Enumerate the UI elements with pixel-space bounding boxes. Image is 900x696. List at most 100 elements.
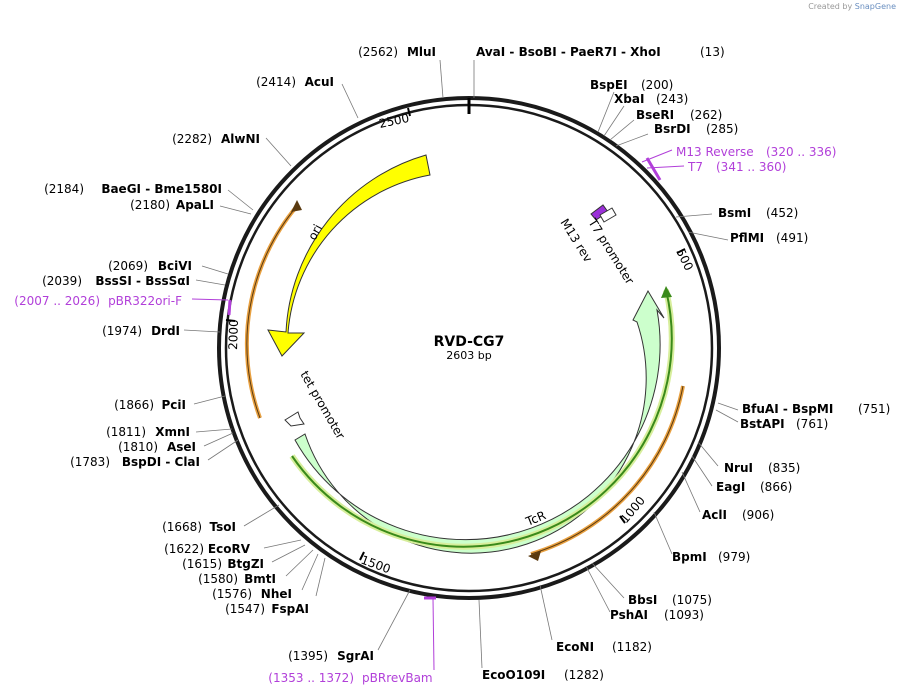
enzyme-name: AseI [167, 440, 196, 454]
primer-name: T7 [687, 160, 703, 174]
t7-promoter-label: T7 promoter [585, 215, 637, 286]
enzyme-position: (1810) [118, 440, 158, 454]
primer-name: pBRrevBam [362, 671, 433, 685]
t7-promoter-arrow[interactable] [599, 207, 617, 223]
left-orf-arrowhead [291, 200, 302, 212]
enzyme-name: BspDI - ClaI [122, 455, 200, 469]
primer-labels: M13 Reverse (320 .. 336) T7 (341 .. 360)… [14, 145, 836, 685]
enzyme-position: (452) [766, 206, 798, 220]
enzyme-position: (866) [760, 480, 792, 494]
right-orf-arrowhead [661, 286, 672, 298]
enzyme-name: EagI [716, 480, 745, 494]
enzyme-position: (906) [742, 508, 774, 522]
enzyme-name: AlwNI [221, 132, 260, 146]
enzyme-name: PflMI [730, 231, 764, 245]
ori-feature-label: ori [305, 222, 325, 242]
enzyme-leader-lines [183, 59, 739, 669]
enzyme-name: AclI [702, 508, 727, 522]
tick-2000: 2000 [225, 319, 241, 350]
enzyme-position: (1547) [225, 602, 265, 616]
primer-range: (2007 .. 2026) [14, 294, 100, 308]
enzyme-position: (2414) [256, 75, 296, 89]
enzyme-position: (761) [796, 417, 828, 431]
enzyme-name: AcuI [305, 75, 334, 89]
enzyme-position: (243) [656, 92, 688, 106]
enzyme-position: (979) [718, 550, 750, 564]
ori-feature-arrow[interactable] [267, 154, 431, 357]
enzyme-position: (2282) [172, 132, 212, 146]
svg-text:2500: 2500 [378, 111, 411, 131]
enzyme-position: (1282) [564, 668, 604, 682]
left-orf-arc-core [246, 205, 298, 419]
credit-brand: SnapGene [854, 2, 896, 11]
enzyme-name: EcoO109I [482, 668, 545, 682]
enzyme-name: EcoNI [556, 640, 594, 654]
enzyme-position: (262) [690, 108, 722, 122]
enzyme-position: (13) [700, 45, 725, 59]
enzyme-name: BbsI [628, 593, 657, 607]
plasmid-name: RVD-CG7 [434, 334, 505, 350]
enzyme-name: BpmI [672, 550, 707, 564]
enzyme-position: (1668) [162, 520, 202, 534]
enzyme-name: DrdI [151, 324, 180, 338]
enzyme-position: (200) [641, 78, 673, 92]
enzyme-name: MluI [407, 45, 436, 59]
enzyme-position: (1866) [114, 398, 154, 412]
bottom-orf-arrowhead [528, 551, 541, 561]
enzyme-position: (1811) [106, 425, 146, 439]
enzyme-name: XmnI [155, 425, 190, 439]
tick-2500: 2500 [378, 107, 411, 131]
enzyme-name: EcoRV [208, 542, 251, 556]
enzyme-name: BmtI [244, 572, 276, 586]
enzyme-name: BtgZI [227, 557, 264, 571]
enzyme-position: (1093) [664, 608, 704, 622]
primer-ticks [227, 157, 662, 600]
enzyme-name: BssSI - BssSαI [95, 274, 190, 288]
enzyme-position: (1580) [198, 572, 238, 586]
enzyme-position: (751) [858, 402, 890, 416]
enzyme-name: BaeGI - Bme1580I [101, 182, 222, 196]
enzyme-name: PshAI [610, 608, 648, 622]
enzyme-name: BsmI [718, 206, 751, 220]
enzyme-name: PciI [162, 398, 187, 412]
enzyme-name: FspAI [271, 602, 309, 616]
enzyme-name: BspEI [590, 78, 628, 92]
primer-name: M13 Reverse [676, 145, 754, 159]
right-orf-arc-green [291, 289, 673, 548]
credit-prefix: Created by [808, 2, 853, 11]
snapgene-credit: Created by SnapGene [808, 2, 896, 11]
enzyme-position: (2184) [44, 182, 84, 196]
enzyme-name: SgrAI [337, 649, 374, 663]
tet-promoter-arrow[interactable] [284, 411, 305, 427]
enzyme-name: BciVI [158, 259, 192, 273]
bottom-orf-arc-core [530, 385, 684, 555]
enzyme-position: (835) [768, 461, 800, 475]
enzyme-name: BseRI [636, 108, 674, 122]
enzyme-position: (2039) [42, 274, 82, 288]
enzyme-name: XbaI [614, 92, 644, 106]
enzyme-name: NheI [261, 587, 292, 601]
enzyme-position: (2180) [130, 198, 170, 212]
enzyme-name: ApaLI [176, 198, 214, 212]
enzyme-position: (1783) [70, 455, 110, 469]
svg-text:2000: 2000 [226, 319, 241, 350]
plasmid-length: 2603 bp [446, 349, 491, 362]
enzyme-position: (1395) [288, 649, 328, 663]
primer-name: pBR322ori-F [108, 294, 182, 308]
enzyme-position: (1576) [212, 587, 252, 601]
tcr-feature-arrow[interactable] [294, 289, 665, 554]
enzyme-position: (1615) [182, 557, 222, 571]
enzyme-position: (1974) [102, 324, 142, 338]
enzyme-name: BfuAI - BspMI [742, 402, 833, 416]
enzyme-name: AvaI - BsoBI - PaeR7I - XhoI [476, 45, 661, 59]
enzyme-position: (1622) [164, 542, 204, 556]
primer-range: (320 .. 336) [766, 145, 836, 159]
enzyme-name: BsrDI [654, 122, 691, 136]
enzyme-name: NruI [724, 461, 753, 475]
enzyme-labels: AvaI - BsoBI - PaeR7I - XhoI (13) MluI (… [42, 45, 890, 682]
primer-range: (341 .. 360) [716, 160, 786, 174]
primer-range: (1353 .. 1372) [268, 671, 354, 685]
tet-promoter-label: tet promoter [297, 369, 347, 442]
enzyme-position: (285) [706, 122, 738, 136]
